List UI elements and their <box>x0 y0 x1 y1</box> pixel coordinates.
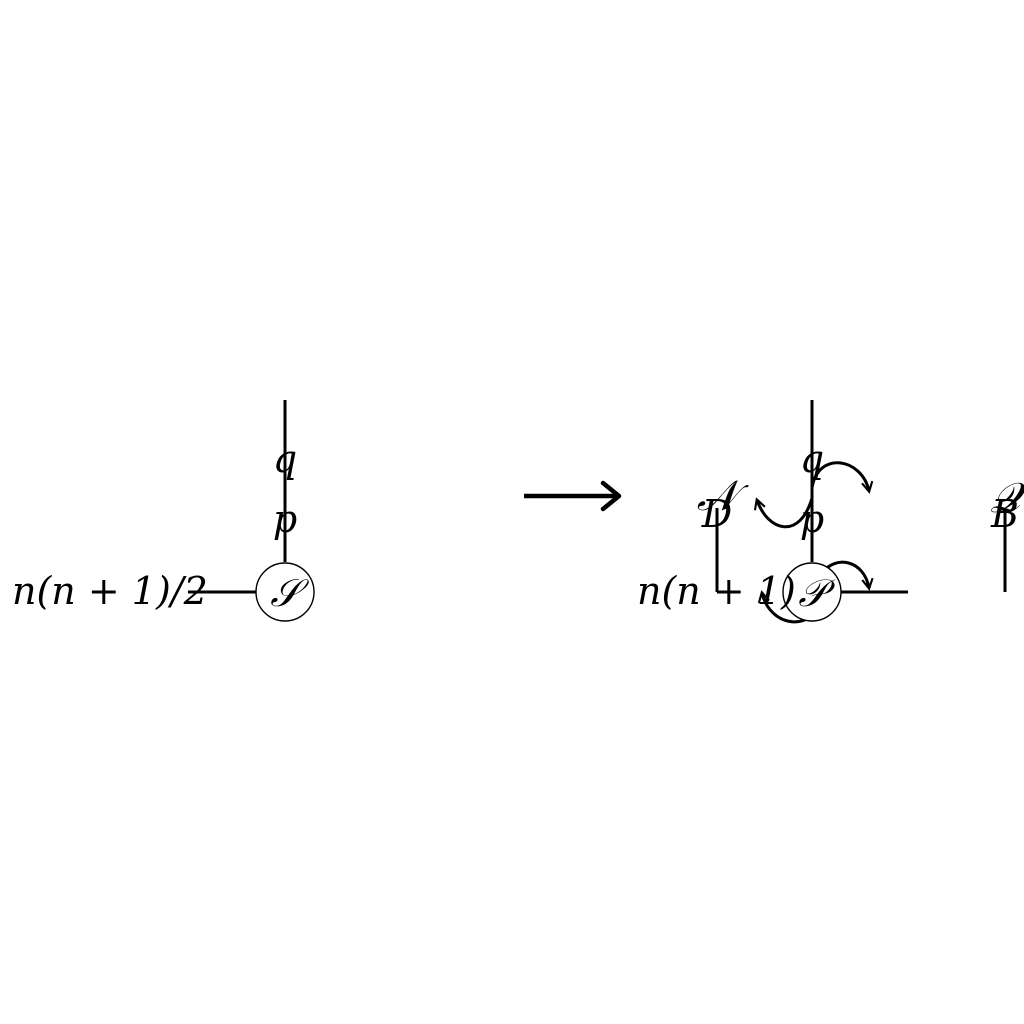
right-node-p <box>782 562 842 622</box>
transition-arrow <box>524 480 622 512</box>
right-diagram: 𝒫 q p n(n + 1) 𝒩 D 𝒬 B <box>637 400 1024 624</box>
arrow-head <box>600 480 622 512</box>
left-diagram: 𝒮 q p n(n + 1)/2 <box>12 400 315 622</box>
right-index-dimension: n(n + 1) <box>637 569 796 613</box>
right-index-p: p <box>800 497 824 541</box>
left-index-dimension: n(n + 1)/2 <box>12 569 208 613</box>
left-tensor-label-d: D <box>701 492 732 536</box>
curved-arrow-top-left <box>753 497 814 529</box>
right-tensor-label-b: B <box>990 492 1019 536</box>
left-index-q: q <box>273 437 297 481</box>
right-tensor-label-q: 𝒬 <box>990 473 1024 522</box>
left-index-p: p <box>273 497 297 541</box>
right-index-q: q <box>800 437 824 481</box>
curved-arrow-top-right <box>810 461 874 494</box>
left-node-s <box>255 562 315 622</box>
